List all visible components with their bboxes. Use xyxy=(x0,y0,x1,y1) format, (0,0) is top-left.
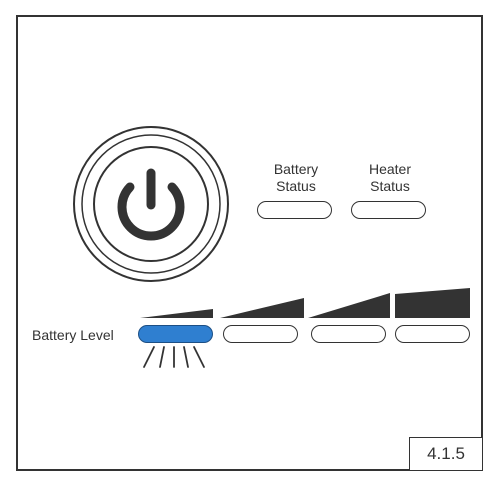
battery-level-label: Battery Level xyxy=(32,327,114,343)
heater-status-label: Heater Status xyxy=(368,161,412,194)
battery-level-segment-1 xyxy=(138,325,213,343)
heater-status-indicator xyxy=(351,201,426,219)
figure-number: 4.1.5 xyxy=(409,437,483,471)
level-wedge-4 xyxy=(395,288,470,318)
battery-level-segment-2 xyxy=(223,325,298,343)
power-button[interactable] xyxy=(72,125,230,283)
level-wedge-2 xyxy=(220,298,304,318)
battery-level-segment-3 xyxy=(311,325,386,343)
battery-status-label: Battery Status xyxy=(273,161,319,194)
battery-status-indicator xyxy=(257,201,332,219)
level-wedge-3 xyxy=(308,293,390,318)
blink-rays-icon xyxy=(143,346,205,368)
battery-level-segment-4 xyxy=(395,325,470,343)
battery-level-gauge xyxy=(140,288,470,318)
power-icon xyxy=(117,168,185,241)
level-wedge-1 xyxy=(140,309,213,318)
